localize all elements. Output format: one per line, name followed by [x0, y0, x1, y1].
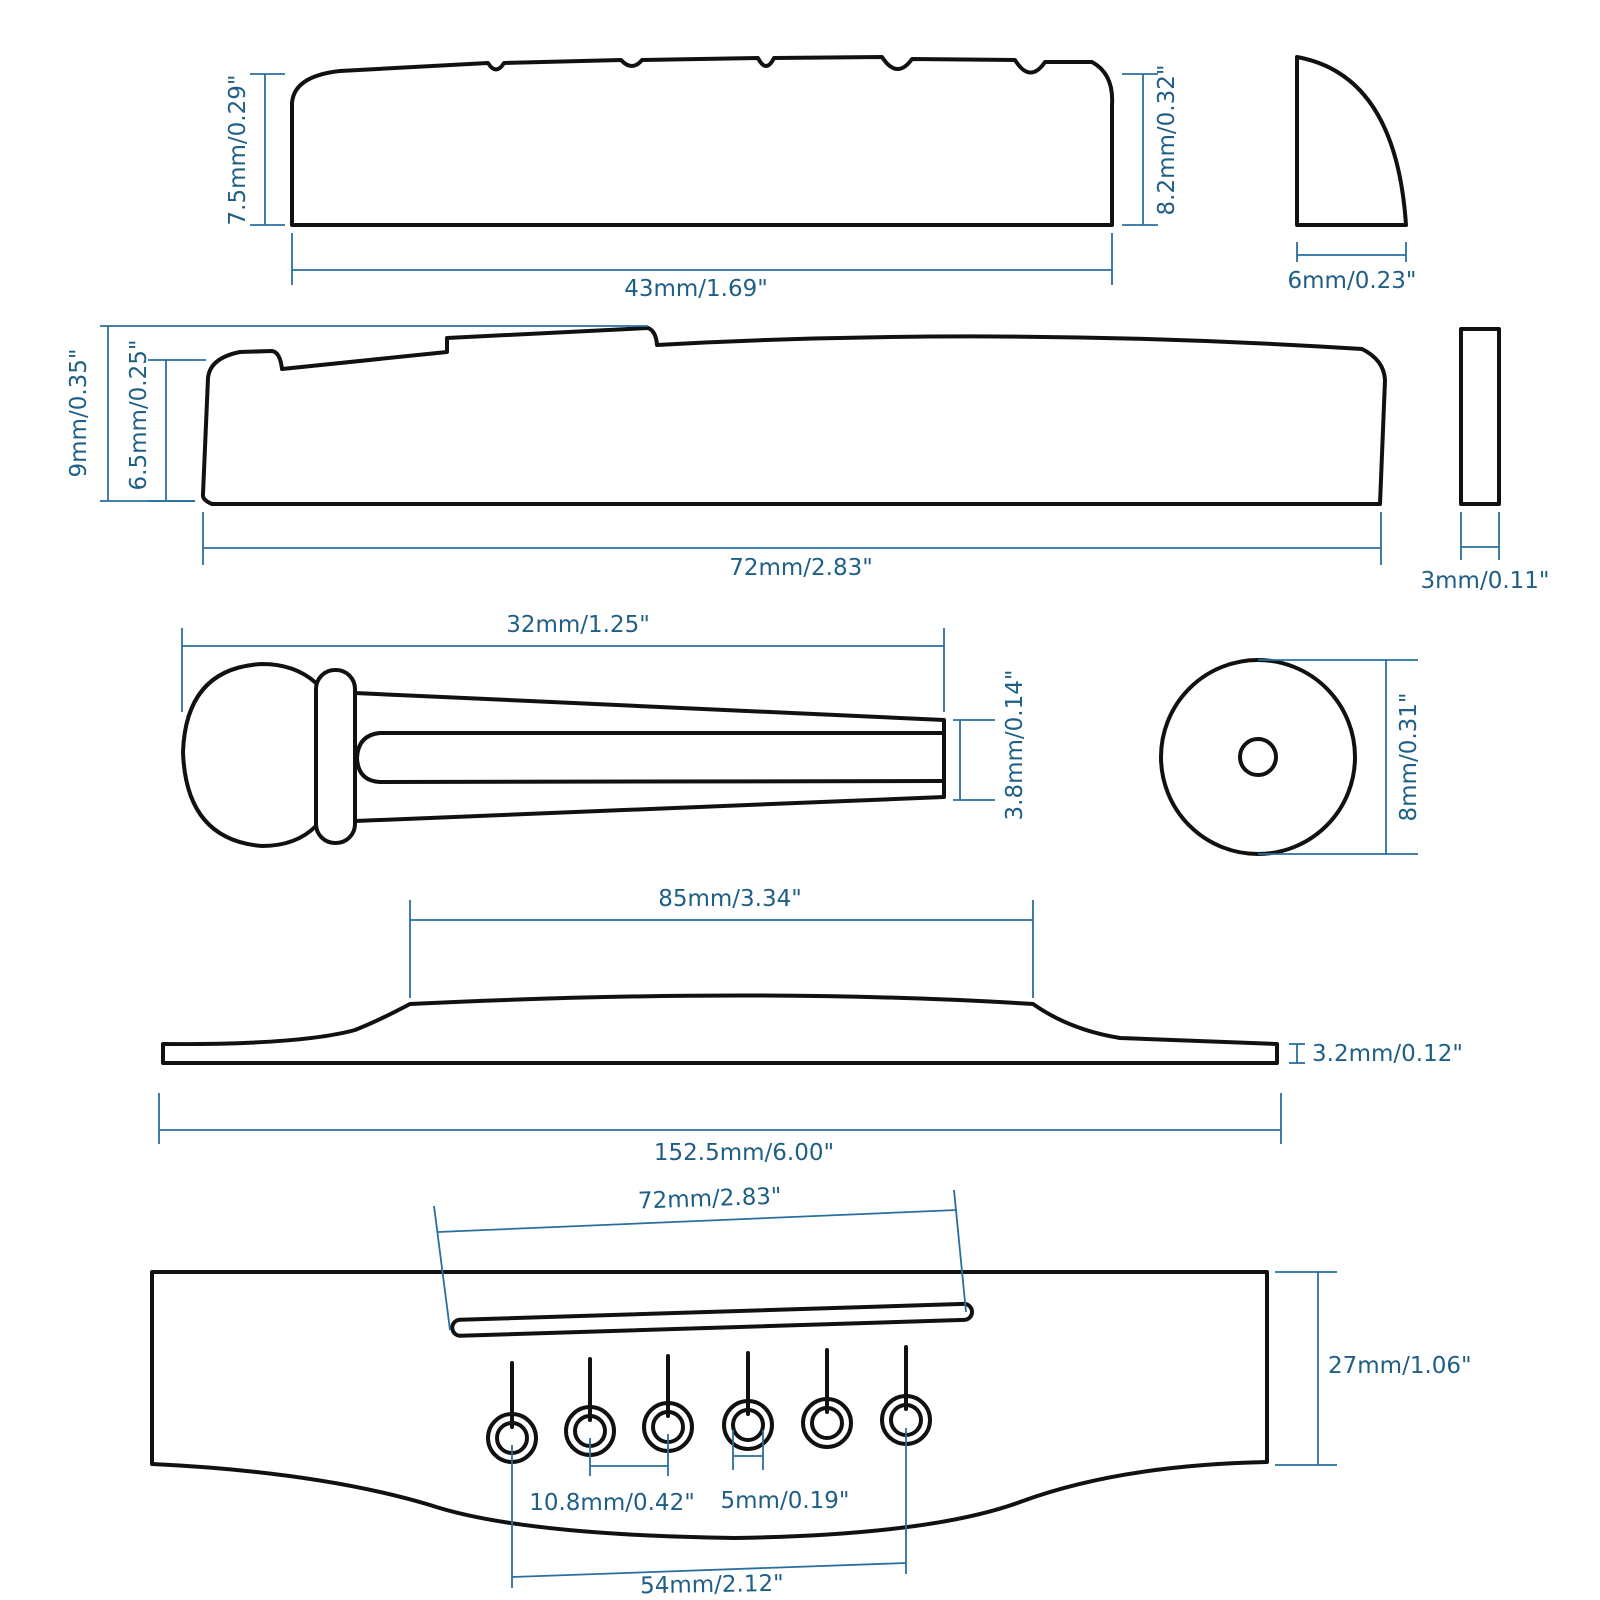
saddle-side-view: 3mm/0.11" — [1421, 327, 1550, 594]
saddle-thickness-dimension: 3mm/0.11" — [1421, 512, 1550, 594]
bridge-pin-head-dimension: 8mm/0.31" — [1258, 659, 1422, 855]
nut-right-height-label: 8.2mm/0.32" — [1154, 65, 1180, 216]
bridge-height-label: 27mm/1.06" — [1328, 1353, 1472, 1379]
nut-left-height-label: 7.5mm/0.29" — [225, 75, 251, 226]
bridge-pin-length-dimension: 32mm/1.25" — [181, 612, 945, 712]
nut-side-width-label: 6mm/0.23" — [1288, 268, 1417, 294]
nut-front-view: 7.5mm/0.29" 8.2mm/0.32" 43mm/1.69" — [225, 55, 1180, 302]
nut-outline — [290, 55, 1115, 227]
saddle-width-dimension: 72mm/2.83" — [202, 512, 1382, 581]
saddle-side-outline — [1459, 327, 1501, 506]
bridge-side-outline — [161, 993, 1279, 1065]
bridge-edge-thickness-label: 3.2mm/0.12" — [1312, 1041, 1463, 1067]
saddle-thickness-label: 3mm/0.11" — [1421, 568, 1550, 594]
bridge-pin-side-view: 32mm/1.25" 3.8mm/0.14" — [181, 612, 1028, 848]
nut-side-outline — [1295, 55, 1408, 227]
saddle-front-view: 9mm/0.35" 6.5mm/0.25" 72mm/2.83" — [66, 325, 1387, 581]
saddle-total-height-dimension: 9mm/0.35" — [66, 325, 648, 502]
bridge-pin-head-circle — [1159, 658, 1357, 856]
bridge-total-length-dimension: 152.5mm/6.00" — [158, 1093, 1282, 1166]
bridge-pin-collar — [314, 668, 357, 845]
outer-pins-dimension: 54mm/2.12" — [511, 1428, 907, 1600]
bridge-pin-shaft — [353, 691, 946, 823]
slot-length-dimension: 72mm/2.83" — [433, 1184, 967, 1331]
bridge-top-view: 72mm/2.83" 27mm/1.06" 10.8mm/0.42" 5mm/0… — [150, 1184, 1472, 1600]
bridge-side-view: 85mm/3.34" 3.2mm/0.12" 152.5mm/6.00" — [158, 886, 1463, 1166]
bridge-top-width-dimension: 85mm/3.34" — [409, 886, 1034, 998]
pin-hole-dimension: 5mm/0.19" — [721, 1430, 850, 1514]
pin-hole-label: 5mm/0.19" — [721, 1488, 850, 1514]
nut-width-dimension: 43mm/1.69" — [291, 233, 1113, 302]
bridge-pin-head-hole — [1238, 737, 1278, 777]
bridge-pin-tip-dimension: 3.8mm/0.14" — [953, 670, 1028, 821]
bridge-pin-head-view: 8mm/0.31" — [1159, 658, 1422, 856]
saddle-total-height-label: 9mm/0.35" — [66, 349, 92, 478]
bridge-pin-head — [181, 662, 318, 848]
bridge-edge-thickness-dimension: 3.2mm/0.12" — [1289, 1041, 1463, 1067]
bridge-top-outline — [150, 1270, 1269, 1540]
bridge-height-dimension: 27mm/1.06" — [1275, 1271, 1472, 1466]
pin-spacing-label: 10.8mm/0.42" — [529, 1490, 695, 1516]
saddle-width-label: 72mm/2.83" — [729, 555, 873, 581]
nut-side-width-dimension: 6mm/0.23" — [1288, 242, 1417, 294]
pin-hole-5 — [801, 1348, 853, 1449]
nut-width-label: 43mm/1.69" — [624, 276, 768, 302]
saddle-end-height-label: 6.5mm/0.25" — [126, 340, 152, 491]
bridge-pin-holes — [486, 1345, 932, 1464]
bridge-total-length-label: 152.5mm/6.00" — [654, 1140, 834, 1166]
saddle-slot — [450, 1301, 974, 1338]
bridge-pin-tip-label: 3.8mm/0.14" — [1002, 670, 1028, 821]
bridge-top-width-label: 85mm/3.34" — [658, 886, 802, 912]
slot-length-label: 72mm/2.83" — [638, 1184, 782, 1215]
nut-right-height-dimension: 8.2mm/0.32" — [1122, 65, 1180, 226]
saddle-end-height-dimension: 6.5mm/0.25" — [126, 340, 206, 502]
nut-side-view: 6mm/0.23" — [1288, 55, 1417, 294]
pin-hole-4 — [722, 1351, 774, 1451]
nut-left-height-dimension: 7.5mm/0.29" — [225, 73, 285, 226]
bridge-pin-head-label: 8mm/0.31" — [1396, 693, 1422, 822]
bridge-pin-length-label: 32mm/1.25" — [506, 612, 650, 638]
saddle-outline — [200, 326, 1387, 506]
bridge-pin-groove — [355, 731, 946, 784]
outer-pins-label: 54mm/2.12" — [640, 1571, 784, 1600]
pin-spacing-dimension: 10.8mm/0.42" — [529, 1434, 695, 1516]
